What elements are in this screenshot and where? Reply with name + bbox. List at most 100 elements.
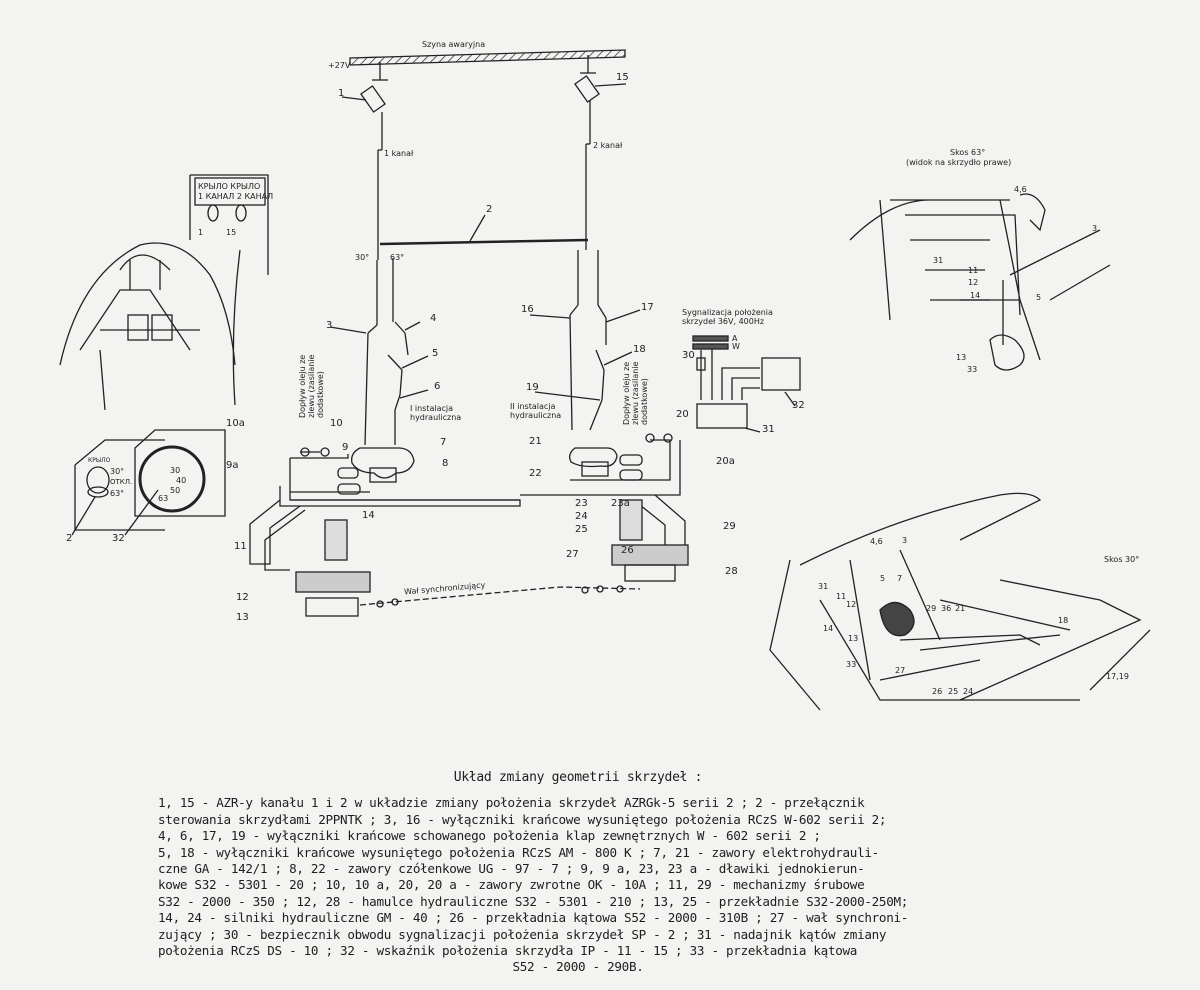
callout: 31: [762, 424, 775, 435]
callout: 24: [963, 687, 974, 696]
angle-63-label: 63°: [390, 253, 405, 262]
callout: 7: [897, 574, 903, 583]
callout: 5: [880, 574, 886, 583]
oil-supply-left-label: Dopływ oleju ze zlewu (zasilanie dodatko…: [298, 354, 325, 418]
signal-w-label: W: [732, 342, 740, 351]
callout: 10: [330, 418, 343, 429]
switch-30: 30°: [110, 467, 125, 476]
callout: 21: [529, 436, 542, 447]
callout: 2: [486, 204, 493, 215]
callout: 12: [968, 278, 979, 287]
signaling-title: Sygnalizacja położenia skrzydeł 36V, 400…: [682, 308, 773, 326]
callout: 9a: [226, 460, 239, 471]
callout: 11: [968, 266, 979, 275]
callout: 7: [440, 437, 447, 448]
caption-line: 14, 24 - silniki hydrauliczne GM - 40 ; …: [158, 910, 909, 926]
limit-switches-right: [529, 304, 641, 431]
panel-label-1: КРЫЛО КРЫЛО: [198, 182, 261, 191]
callout: 4,6: [1014, 185, 1027, 194]
callout: 11: [234, 541, 247, 552]
callout: 22: [529, 468, 542, 479]
circuit-breaker-15: [574, 55, 627, 250]
callout: 20a: [716, 456, 735, 467]
callout: 13: [956, 353, 967, 362]
callout: 27: [566, 549, 579, 560]
callout: 3: [1092, 224, 1098, 233]
callout: 25: [575, 524, 588, 535]
callout: 3: [902, 536, 908, 545]
caption-line: S32 - 2000 - 350 ; 12, 28 - hamulce hydr…: [158, 893, 909, 909]
hydraulic-system-left: [249, 447, 521, 617]
callout: 25: [948, 687, 959, 696]
callout: 29: [926, 604, 937, 613]
callout: 31: [818, 582, 829, 591]
view-63-title: Skos 63°: [950, 148, 986, 157]
figure-caption: Układ zmiany geometrii skrzydeł : 1, 15 …: [158, 770, 998, 976]
callout: 24: [575, 511, 588, 522]
callout: 12: [846, 600, 857, 609]
callout: 3: [326, 320, 333, 331]
caption-line: czne GA - 142/1 ; 8, 22 - zawory czółenk…: [158, 861, 865, 877]
callout: 33: [967, 365, 978, 374]
callout: 12: [236, 592, 249, 603]
callout: 36: [941, 604, 952, 613]
dial-mark: 50: [170, 486, 181, 495]
callout: 21: [955, 604, 966, 613]
hydraulic-system-right: [290, 433, 689, 582]
cockpit-view: [59, 174, 269, 536]
callout: 14: [362, 510, 375, 521]
callout: 23a: [611, 498, 630, 509]
oil-supply-right-label: Dopływ oleju ze zlewu (zasilanie dodatko…: [622, 361, 649, 425]
caption-line: 1, 15 - AZR-y kanału 1 i 2 w układzie zm…: [158, 795, 865, 811]
callout: 14: [970, 291, 981, 300]
channel-1-label: 1 kanał: [384, 149, 414, 158]
view-30-title: Skos 30°: [1104, 555, 1140, 564]
switch-63: 63°: [110, 489, 125, 498]
view-63-subtitle: (widok na skrzydło prawe): [906, 158, 1012, 167]
callout: 23: [575, 498, 588, 509]
callout: 28: [725, 566, 738, 577]
callout: 17: [641, 302, 654, 313]
callout: 9: [342, 442, 349, 453]
signaling-circuit: [692, 335, 801, 433]
emergency-bus-bar: [349, 49, 626, 66]
panel-label-2: 1 КАНАЛ 2 КАНАЛ: [198, 192, 274, 201]
limit-switches-left: [329, 321, 429, 446]
circuit-breaker-1: [341, 62, 388, 260]
callout: 17,19: [1106, 672, 1129, 681]
wing-view-63: [849, 193, 1111, 371]
callout: 13: [848, 634, 859, 643]
caption-line: sterowania skrzydłami 2PPNTK ; 3, 16 - w…: [158, 811, 887, 827]
callout: 29: [723, 521, 736, 532]
caption-title: Układ zmiany geometrii skrzydeł :: [453, 770, 703, 785]
caption-line: 5, 18 - wyłączniki krańcowe wysuniętego …: [158, 844, 879, 860]
caption-line: położenia RCzS DS - 10 ; 32 - wskaźnik p…: [158, 943, 858, 959]
callout: 16: [521, 304, 534, 315]
callout: 1: [338, 88, 345, 99]
caption-line: kowe S32 - 5301 - 20 ; 10, 10 a, 20, 20 …: [158, 877, 865, 893]
callout: 27: [895, 666, 906, 675]
callout: 13: [236, 612, 249, 623]
callout: 31: [933, 256, 944, 265]
callout: 5: [1036, 293, 1042, 302]
synchronizing-shaft: [359, 585, 641, 608]
callout: 8: [442, 458, 449, 469]
caption-line: 4, 6, 17, 19 - wyłączniki krańcowe schow…: [158, 828, 821, 844]
voltage-label: +27V: [328, 61, 351, 70]
switch-off: ОТКЛ.: [110, 478, 133, 486]
caption-line: zujący ; 30 - bezpiecznik obwodu sygnali…: [158, 926, 887, 942]
callout: 26: [932, 687, 943, 696]
caption-line-last: S52 - 2000 - 290B.: [512, 959, 644, 975]
callout: 26: [621, 545, 634, 556]
callout: 2: [66, 533, 73, 544]
callout: 19: [526, 382, 539, 393]
emergency-bus-label: Szyna awaryjna: [422, 40, 486, 49]
callout: 10a: [226, 418, 245, 429]
hydraulic-system-2-label: II instalacja hydrauliczna: [510, 402, 562, 420]
angle-30-label: 30°: [355, 253, 370, 262]
callout: 33: [846, 660, 857, 669]
callout: 4: [430, 313, 437, 324]
callout: 11: [836, 592, 847, 601]
callout: 18: [633, 344, 646, 355]
